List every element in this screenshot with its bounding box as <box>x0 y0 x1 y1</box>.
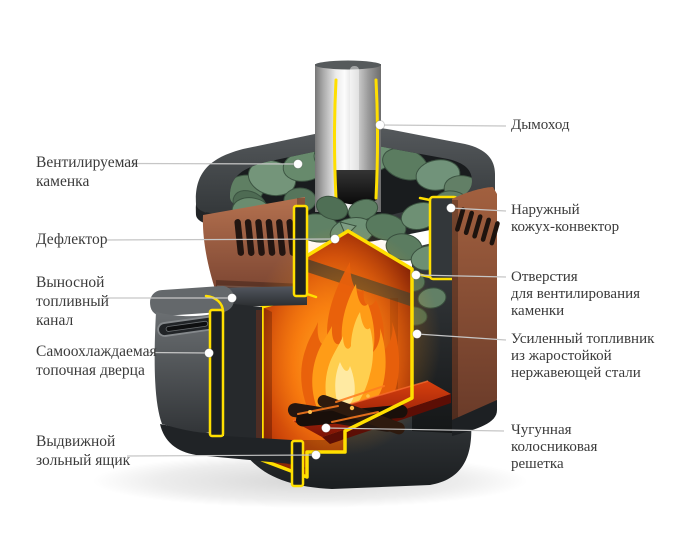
cut-bracket-left <box>292 204 318 299</box>
chimney-pipe <box>315 60 381 212</box>
convection-vents-left <box>234 219 297 256</box>
chimney-cut-edges <box>333 78 379 200</box>
channel-side-wall <box>224 303 262 460</box>
flame-hot-core <box>335 362 355 408</box>
label-grate: Чугунная колосниковая решетка <box>511 422 598 472</box>
label-firebox: Усиленный топливник из жаростойкой нержа… <box>511 331 655 381</box>
callout-dots <box>204 120 456 460</box>
label-ash-box: Выдвижной зольный ящик <box>36 433 131 469</box>
convection-vents-right <box>455 207 500 246</box>
firebox-cutaway <box>251 225 451 479</box>
label-fuel-channel: Выносной топливный канал <box>36 274 109 329</box>
burning-logs <box>287 385 408 435</box>
label-kamenka: Вентилируемая каменка <box>36 154 139 190</box>
channel-roof-shelf <box>213 286 307 307</box>
firebox-door-assembly <box>150 285 234 438</box>
label-chimney: Дымоход <box>511 117 570 133</box>
leader-lines <box>104 124 507 457</box>
ash-drawer <box>160 424 305 488</box>
label-deflector: Дефлектор <box>36 231 108 248</box>
label-casing: Наружный кожух-конвектор <box>511 202 620 235</box>
door-front <box>154 312 212 433</box>
label-vents: Отверстия для вентилирования каменки <box>511 269 641 319</box>
outer-casing-right <box>452 187 497 436</box>
label-door: Самоохлаждаемая топочная дверца <box>36 343 157 379</box>
